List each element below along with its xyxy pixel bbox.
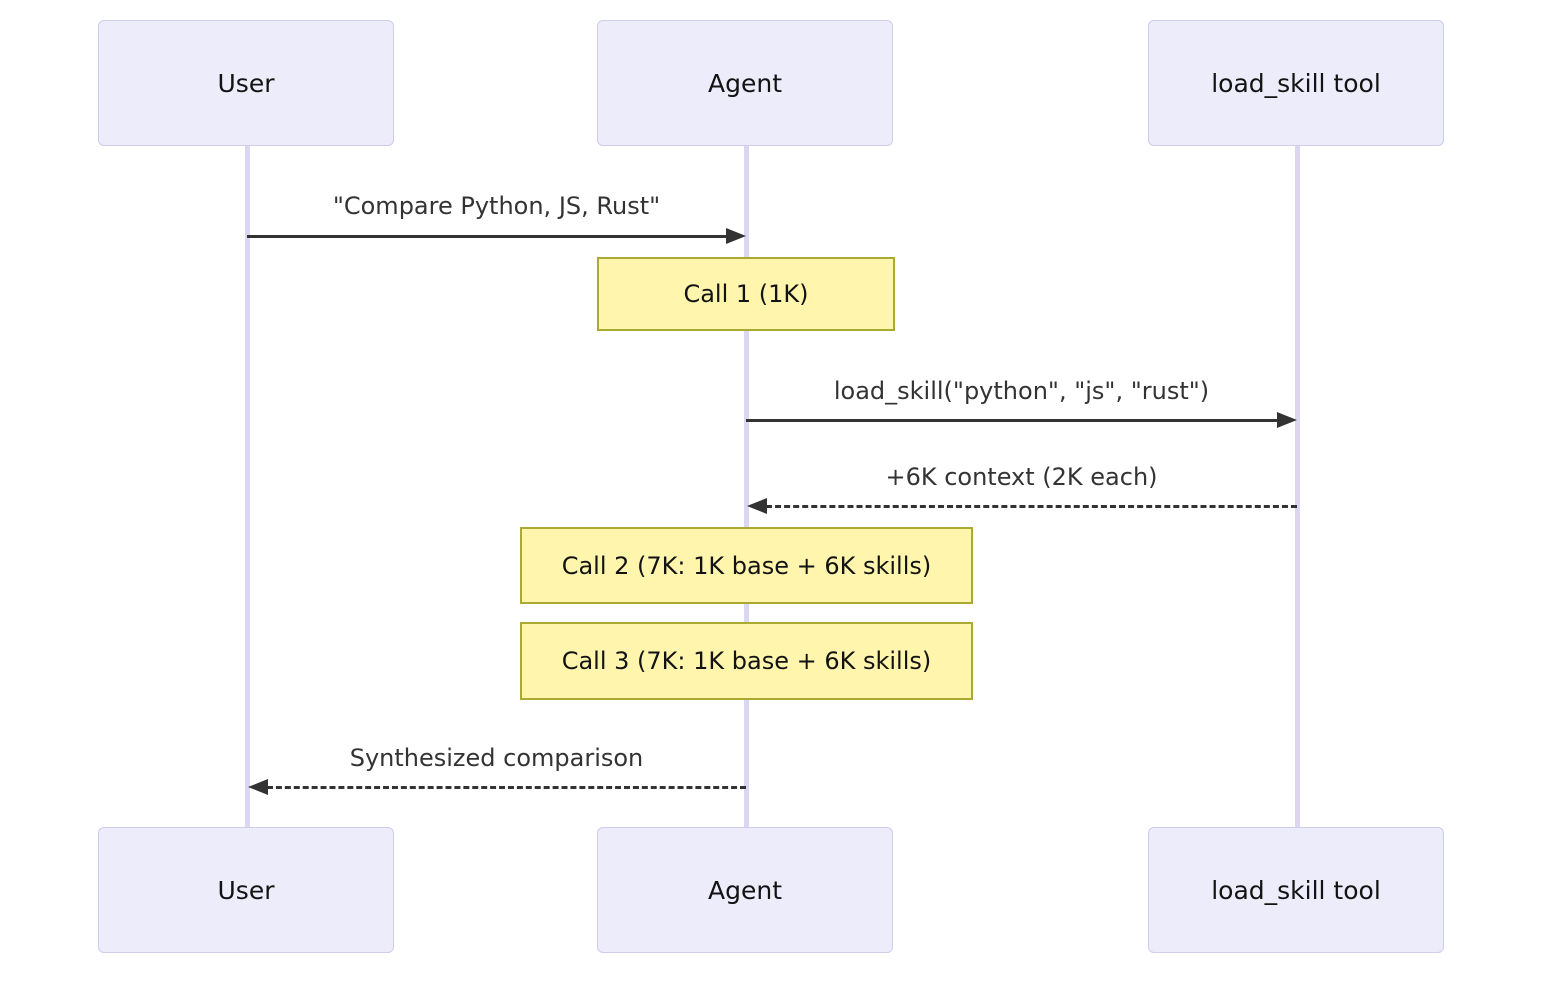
message-label-context-return: +6K context (2K each) (885, 463, 1158, 491)
actor-label-user: User (217, 875, 275, 905)
note-call-1: Call 1 (1K) (597, 257, 895, 331)
note-call-3: Call 3 (7K: 1K base + 6K skills) (520, 622, 973, 700)
message-line-synthesized-comparison (267, 786, 746, 789)
actor-box-agent-top: Agent (597, 20, 893, 146)
actor-box-user-top: User (98, 20, 394, 146)
message-label-load-skill-call: load_skill("python", "js", "rust") (833, 377, 1210, 405)
note-call-2-label: Call 2 (7K: 1K base + 6K skills) (561, 551, 932, 580)
actor-box-user-bottom: User (98, 827, 394, 953)
arrowhead-left-icon (747, 498, 767, 514)
note-call-3-label: Call 3 (7K: 1K base + 6K skills) (561, 647, 932, 675)
arrowhead-right-icon (1277, 412, 1297, 428)
lifeline-load-skill-tool (1295, 146, 1300, 829)
arrowhead-left-icon (248, 779, 268, 795)
actor-box-load-skill-tool-top: load_skill tool (1148, 20, 1444, 146)
actor-label-load-skill-tool: load_skill tool (1211, 68, 1381, 98)
actor-box-load-skill-tool-bottom: load_skill tool (1148, 827, 1444, 953)
message-label-compare-request: "Compare Python, JS, Rust" (332, 192, 661, 220)
actor-box-agent-bottom: Agent (597, 827, 893, 953)
note-call-2: Call 2 (7K: 1K base + 6K skills) (520, 527, 973, 604)
message-label-synthesized-comparison: Synthesized comparison (349, 744, 644, 772)
lifeline-agent (744, 146, 749, 829)
actor-label-agent: Agent (708, 68, 782, 98)
message-line-context-return (766, 505, 1297, 508)
message-line-compare-request (247, 235, 729, 238)
actor-label-load-skill-tool: load_skill tool (1211, 875, 1381, 905)
lifeline-user (245, 146, 250, 829)
arrowhead-right-icon (726, 228, 746, 244)
actor-label-agent: Agent (708, 875, 782, 905)
actor-label-user: User (217, 68, 275, 98)
note-call-1-label: Call 1 (1K) (683, 280, 809, 308)
message-line-load-skill-call (746, 419, 1278, 422)
